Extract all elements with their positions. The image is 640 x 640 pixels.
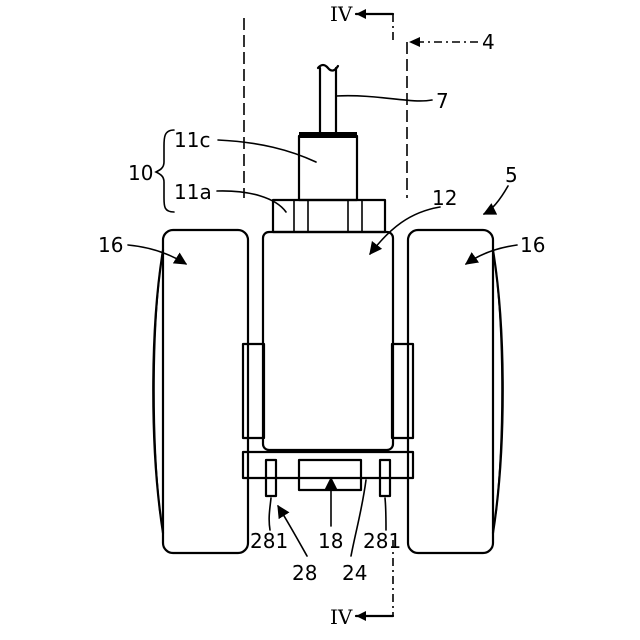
fitting-collar [299, 132, 357, 138]
fitting-11c [299, 136, 357, 200]
label-24: 24 [342, 561, 367, 585]
stem-rod [318, 65, 338, 134]
wheel-left [153, 230, 248, 553]
section-label-bottom: IV [330, 605, 353, 629]
body-12 [263, 232, 393, 450]
label-10: 10 [128, 161, 153, 185]
label-16-right: 16 [520, 233, 545, 257]
label-18: 18 [318, 529, 343, 553]
label-16-left: 16 [98, 233, 123, 257]
frame-outline [244, 18, 407, 198]
axle-stubs [243, 344, 413, 478]
label-11c: 11c [174, 128, 210, 152]
brace-10 [156, 130, 174, 212]
label-281-right: 281 [363, 529, 401, 553]
nut-11a [273, 200, 385, 232]
section-label-top: IV [330, 2, 353, 26]
label-7: 7 [436, 89, 449, 113]
wheel-right [408, 230, 503, 553]
label-281-left: 281 [250, 529, 288, 553]
section-marker-top: IV [330, 2, 393, 44]
label-12: 12 [432, 186, 457, 210]
reference-labels: 4 7 10 11c 11a 12 5 16 16 281 18 281 28 … [98, 30, 545, 585]
label-4: 4 [482, 30, 495, 54]
label-5: 5 [505, 163, 518, 187]
brake-18 [299, 460, 361, 490]
label-11a: 11a [174, 180, 212, 204]
label-28: 28 [292, 561, 317, 585]
